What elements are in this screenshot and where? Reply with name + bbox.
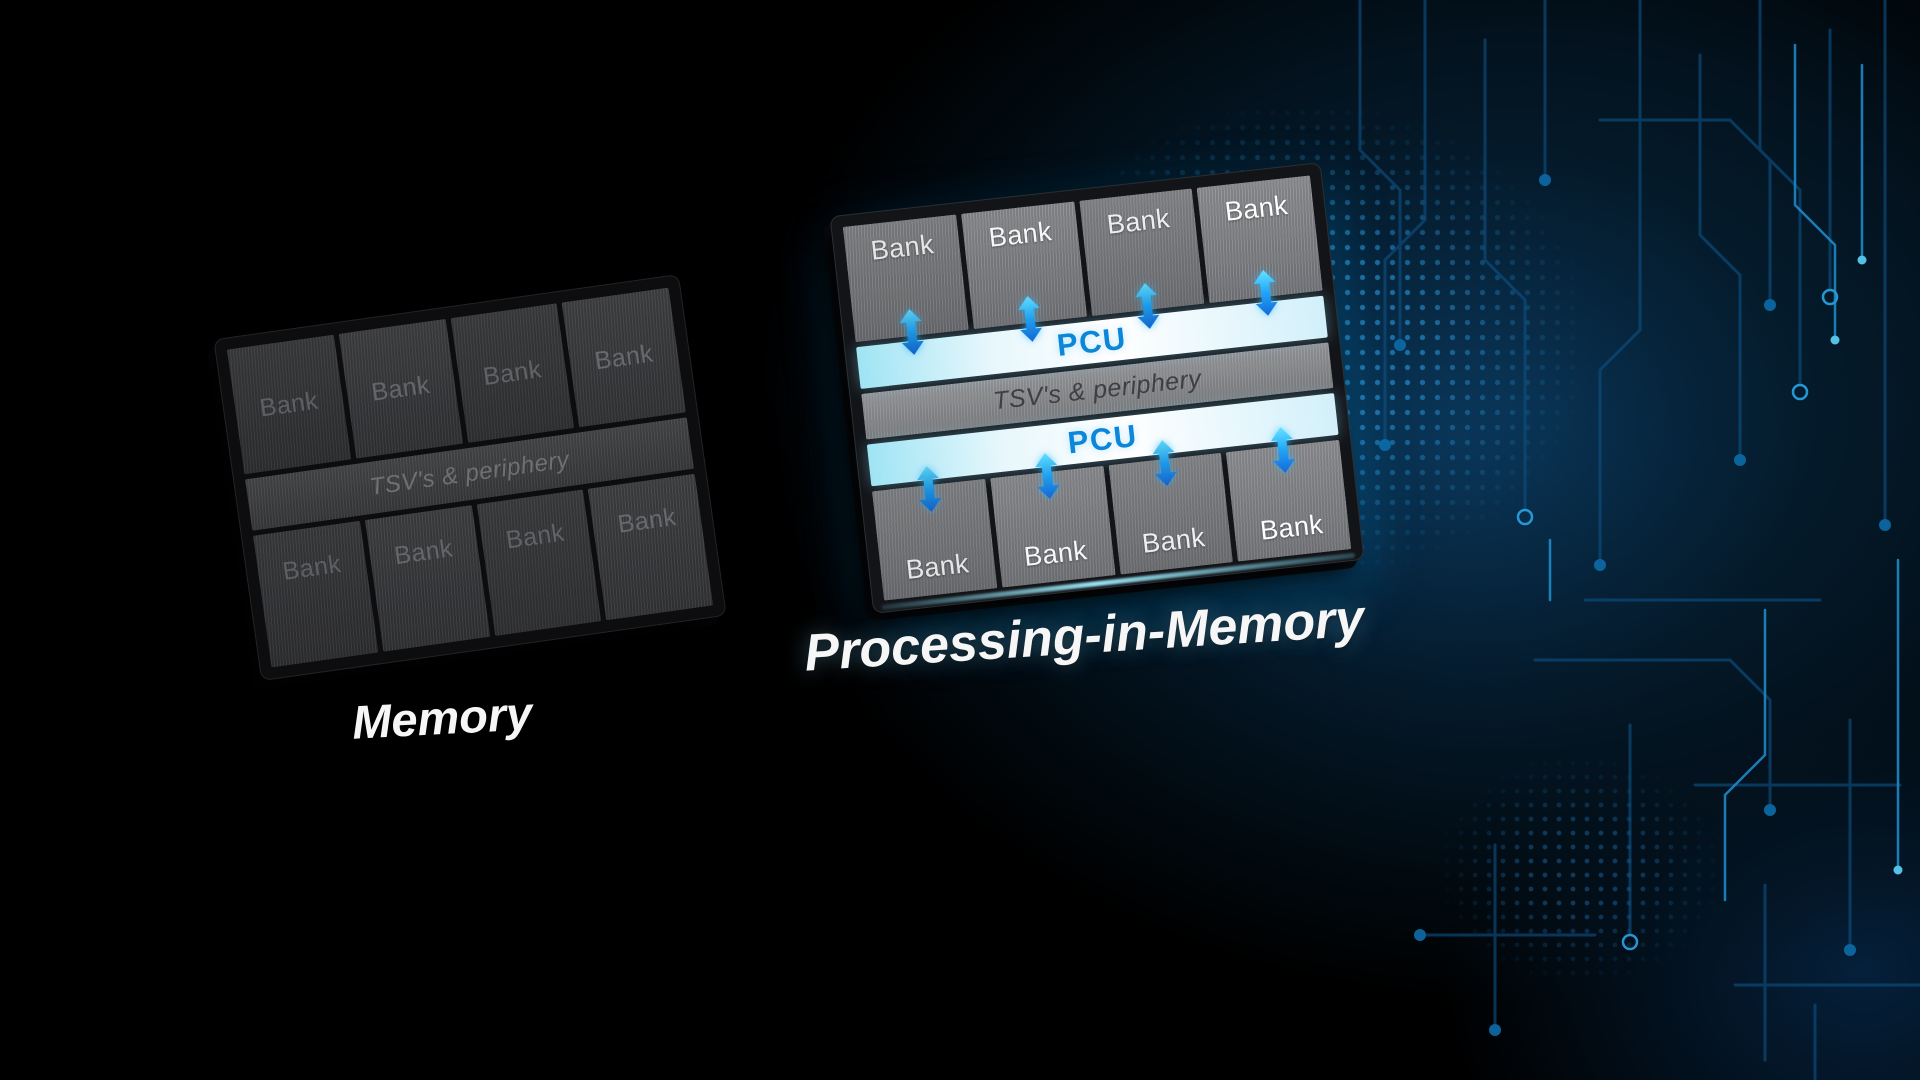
memory-caption: Memory — [350, 686, 534, 749]
bank-label: Bank — [592, 339, 655, 376]
circuit-board-pattern — [1358, 0, 1920, 1080]
bank-cell: Bank — [226, 334, 352, 475]
bank-cell: Bank — [1108, 440, 1234, 575]
bank-label: Bank — [1105, 203, 1172, 240]
bank-label: Bank — [257, 386, 320, 423]
memory-chip-face: Bank Bank Bank Bank TSV's & periphery Ba… — [226, 287, 714, 668]
bank-cell: Bank — [588, 474, 714, 621]
bank-label: Bank — [987, 216, 1054, 253]
bank-cell: Bank — [364, 505, 490, 652]
data-flow-arrow-icon — [1017, 296, 1042, 342]
pim-bottom-bank-row: Bank Bank Bank Bank — [871, 426, 1352, 601]
pcu-label: PCU — [1065, 417, 1140, 461]
pcu-label: PCU — [1055, 320, 1129, 363]
bank-cell: Bank — [1078, 188, 1205, 329]
bank-label: Bank — [369, 370, 432, 407]
bank-label: Bank — [504, 518, 567, 555]
bank-cell: Bank — [338, 318, 463, 460]
bank-label: Bank — [869, 229, 936, 266]
bank-label: Bank — [1258, 509, 1325, 546]
pim-chip: Bank Bank Bank Bank PCU TSV's & peripher… — [829, 162, 1365, 614]
bank-label: Bank — [904, 548, 971, 585]
data-flow-arrow-icon — [916, 466, 941, 512]
data-flow-arrow-icon — [1135, 282, 1160, 329]
pim-chip-face: Bank Bank Bank Bank PCU TSV's & peripher… — [842, 175, 1352, 601]
bank-label: Bank — [615, 503, 678, 540]
bank-cell: Bank — [476, 489, 602, 637]
bank-cell: Bank — [960, 201, 1087, 342]
pim-top-bank-row: Bank Bank Bank Bank — [842, 175, 1323, 355]
bank-cell: Bank — [253, 521, 379, 668]
bank-label: Bank — [1140, 522, 1207, 559]
bank-label: Bank — [481, 354, 544, 391]
tsv-label: TSV's & periphery — [991, 364, 1203, 416]
bank-cell: Bank — [989, 453, 1116, 588]
data-flow-arrow-icon — [1034, 453, 1060, 499]
halftone-dot-pattern-small — [1370, 700, 1790, 1040]
data-flow-arrow-icon — [1253, 269, 1278, 316]
data-flow-arrow-icon — [899, 309, 924, 355]
bank-cell: Bank — [450, 303, 575, 444]
bank-label: Bank — [392, 534, 455, 571]
bank-cell: Bank — [1196, 175, 1323, 316]
bank-cell: Bank — [1226, 426, 1352, 562]
bank-label: Bank — [1223, 190, 1290, 227]
bank-cell: Bank — [842, 214, 969, 355]
tsv-label: TSV's & periphery — [368, 446, 571, 502]
bank-cell: Bank — [561, 287, 687, 428]
bank-label: Bank — [1022, 535, 1089, 572]
data-flow-arrow-icon — [1271, 426, 1296, 473]
data-flow-arrow-icon — [1152, 440, 1178, 486]
bank-label: Bank — [281, 550, 343, 587]
bank-cell: Bank — [871, 466, 998, 601]
memory-chip: Bank Bank Bank Bank TSV's & periphery Ba… — [213, 273, 727, 682]
